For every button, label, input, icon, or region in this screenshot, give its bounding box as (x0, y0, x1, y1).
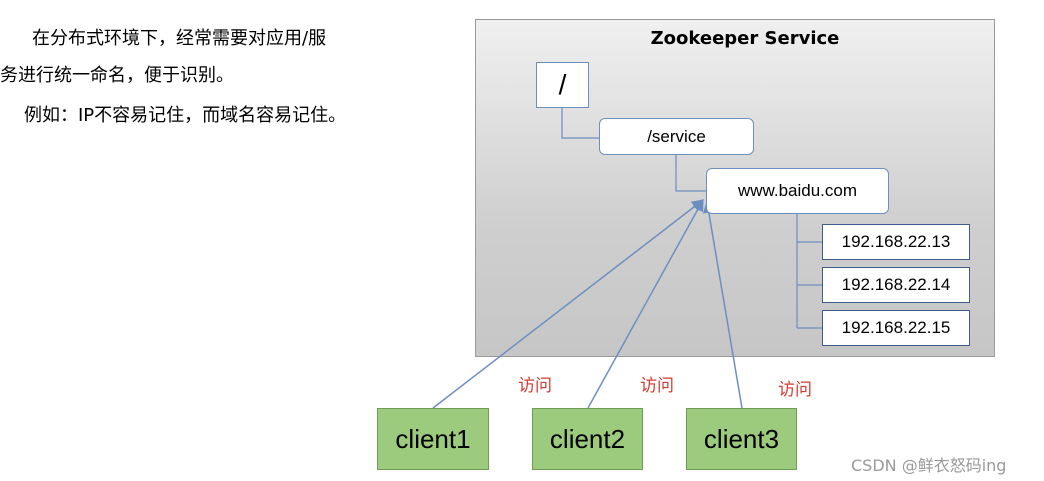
domain-node: www.baidu.com (706, 168, 889, 214)
ip-node-2: 192.168.22.14 (822, 267, 970, 303)
client1-box: client1 (377, 408, 489, 470)
paragraph-line-3: 例如：IP不容易记住，而域名容易记住。 (24, 105, 347, 126)
paragraph-line-2: 务进行统一命名，便于识别。 (0, 65, 234, 86)
visit-label-2: 访问 (640, 376, 674, 396)
arrow-client1 (432, 199, 704, 409)
visit-label-1: 访问 (518, 376, 552, 396)
root-node: / (536, 62, 589, 108)
watermark: CSDN @鲜衣怒码ing (851, 456, 1007, 475)
client3-box: client3 (686, 408, 797, 470)
connector-root-service (561, 108, 600, 139)
visit-label-3: 访问 (778, 380, 812, 400)
paragraph-line-1: 在分布式环境下，经常需要对应用/服 (32, 28, 327, 49)
service-node: /service (599, 118, 754, 155)
ip-node-3: 192.168.22.15 (822, 310, 970, 346)
arrow-client3 (702, 200, 743, 409)
connector-service-domain (675, 154, 706, 192)
client2-box: client2 (532, 408, 643, 470)
arrow-client2 (587, 198, 704, 409)
ip-node-1: 192.168.22.13 (822, 224, 970, 260)
service-title: Zookeeper Service (650, 28, 840, 49)
